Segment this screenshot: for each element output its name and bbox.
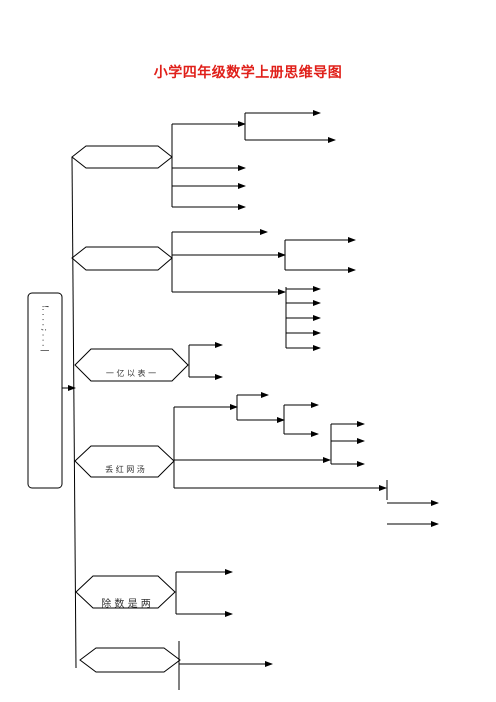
branch-group-3 [188, 342, 223, 380]
topic-node-3[interactable]: 一 亿 以 表 一 [74, 348, 189, 382]
topic-node-3-label: 一 亿 以 表 一 [106, 368, 156, 378]
page-title: 小学四年级数学上册思维导图 [153, 65, 343, 81]
topic-node-4[interactable]: 丢 红 网 汤 [74, 445, 175, 478]
branch-group-2 [171, 229, 356, 351]
topic-node-4-label: 丢 红 网 汤 [105, 464, 145, 474]
root-node[interactable]: !. . . . ; . . . | [27, 292, 63, 489]
branch-group-1 [171, 110, 336, 210]
branch-group-5 [175, 569, 233, 617]
main-trunk [71, 156, 77, 669]
branch-group-4 [173, 392, 439, 527]
topic-node-5[interactable]: 除 数 是 两 [75, 575, 176, 610]
root-label: !. . . . ; . . . | [41, 305, 50, 352]
topic-node-6[interactable] [79, 647, 181, 673]
branch-group-6 [178, 641, 273, 690]
topic-node-5-label: 除 数 是 两 [101, 597, 151, 610]
topic-node-2[interactable] [71, 246, 173, 271]
topic-node-1[interactable] [71, 145, 173, 169]
